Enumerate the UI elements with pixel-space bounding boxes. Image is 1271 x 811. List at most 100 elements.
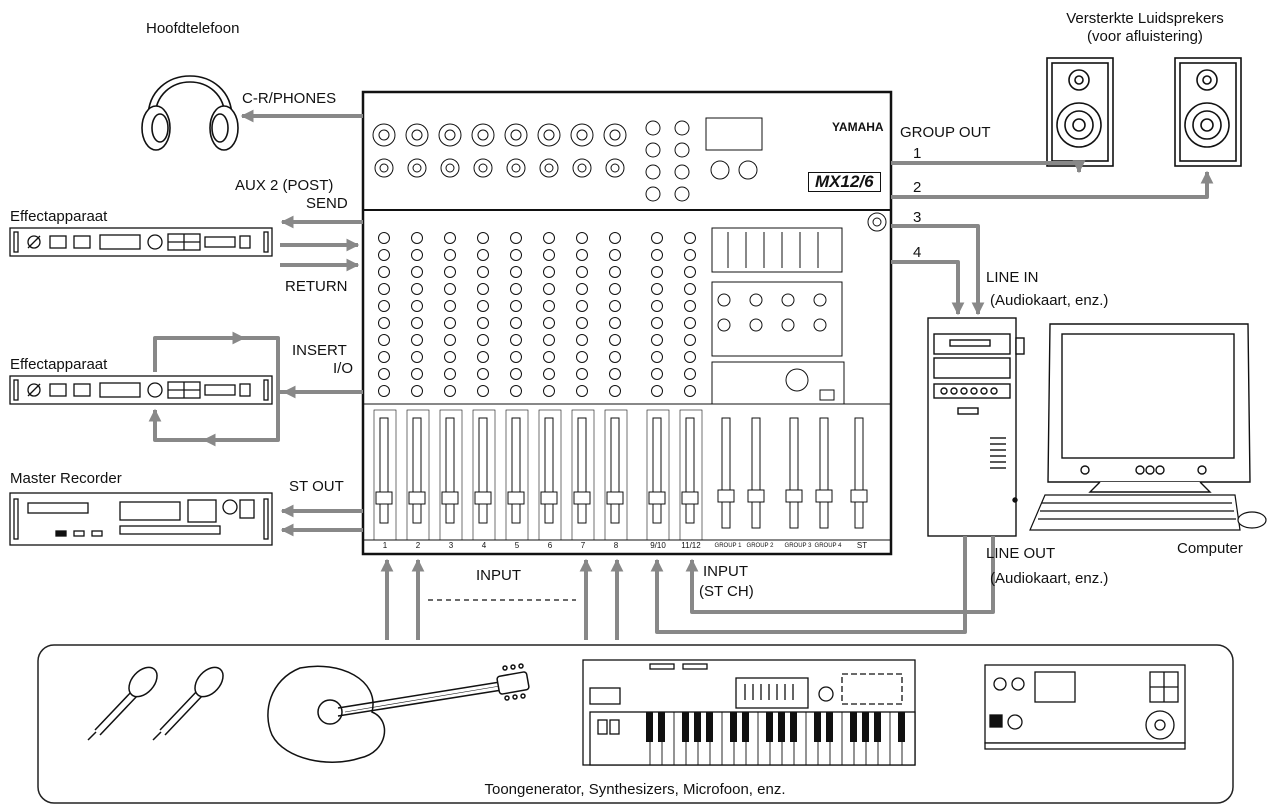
channel-number-label: 2: [415, 541, 421, 550]
channel-knob: [477, 266, 489, 278]
sources-label: Toongenerator, Synthesizers, Microfoon, …: [484, 781, 786, 798]
cr-phones-label: C-R/PHONES: [242, 90, 337, 107]
channel-knob: [576, 317, 588, 329]
channel-fader-track: [685, 417, 695, 524]
channel-knob: [378, 317, 390, 329]
channel-knob: [477, 317, 489, 329]
channel-knob: [378, 300, 390, 312]
acoustic-guitar-icon: [267, 663, 530, 763]
channel-knob: [477, 300, 489, 312]
stereo-jack: [645, 120, 661, 136]
channel-knob: [543, 351, 555, 363]
channel-knob: [510, 300, 522, 312]
channel-knob: [609, 317, 621, 329]
effect-unit-2-label: Effectapparaat: [10, 356, 108, 373]
group-out-3-arrow: [891, 224, 985, 316]
computer-monitor-icon: [1047, 323, 1251, 493]
channel-knob: [543, 249, 555, 261]
channel-knob: [651, 385, 663, 397]
channel-fader-track: [610, 417, 620, 524]
master-fader-track: [854, 417, 864, 529]
channel-knob: [609, 283, 621, 295]
channel-knob: [543, 300, 555, 312]
channel-knob: [411, 317, 423, 329]
group-out-4-label: 4: [913, 244, 922, 261]
channel-fader-cap: [408, 491, 426, 505]
channel-knob: [477, 283, 489, 295]
master-fader-cap: [785, 489, 803, 503]
channel-knob: [510, 334, 522, 346]
channel-fader-cap: [375, 491, 393, 505]
channel-knob: [651, 317, 663, 329]
channel-knob: [609, 334, 621, 346]
mixer-brand: YAMAHA: [832, 120, 884, 134]
channel-knob: [444, 300, 456, 312]
channel-number-label: 9/10: [650, 541, 666, 550]
channel-knob: [684, 283, 696, 295]
channel-knob: [378, 334, 390, 346]
channel-fader-track: [577, 417, 587, 524]
channel-knob: [651, 283, 663, 295]
channel-knob: [477, 368, 489, 380]
input-st-ch-sub-label: (ST CH): [699, 583, 754, 600]
master-fader-track: [721, 417, 731, 529]
line-out-label: LINE OUT: [986, 545, 1056, 562]
channel-knob: [510, 232, 522, 244]
channel-knob: [378, 266, 390, 278]
channel-knob: [684, 232, 696, 244]
channel-knob: [477, 249, 489, 261]
channel-knob: [510, 266, 522, 278]
line-out-arrow: [650, 536, 967, 634]
channel-knob: [543, 368, 555, 380]
channel-number-label: 3: [448, 541, 454, 550]
channel-knob: [609, 368, 621, 380]
channel-knob: [510, 385, 522, 397]
aux2-post-label: AUX 2 (POST): [235, 177, 334, 194]
channel-knob: [444, 385, 456, 397]
channel-knob: [411, 232, 423, 244]
speaker-icon: [1174, 57, 1242, 167]
channel-knob: [543, 266, 555, 278]
channel-knob: [576, 283, 588, 295]
group-out-3-label: 3: [913, 209, 922, 226]
channel-fader-cap: [441, 491, 459, 505]
monitors-label-line2: (voor afluistering): [1087, 28, 1203, 45]
channel-knob: [651, 249, 663, 261]
channel-knob: [684, 351, 696, 363]
channel-knob: [411, 351, 423, 363]
io-label: I/O: [333, 360, 354, 377]
master-recorder-icon: [9, 492, 273, 546]
channel-knob: [378, 232, 390, 244]
channel-knob: [378, 385, 390, 397]
channel-knob: [651, 266, 663, 278]
channel-knob: [510, 368, 522, 380]
channel-number-label: 4: [481, 541, 487, 550]
stereo-jack: [674, 120, 690, 136]
channel-knob: [609, 266, 621, 278]
channel-knob: [510, 283, 522, 295]
mixer-model: MX12/6: [808, 172, 881, 192]
stereo-jack: [674, 142, 690, 158]
channel-knob: [576, 351, 588, 363]
microphone-icon: [87, 666, 158, 741]
channel-knob: [411, 266, 423, 278]
channel-knob: [609, 232, 621, 244]
channel-knob: [378, 368, 390, 380]
channel-knob: [651, 334, 663, 346]
channel-number-label: 5: [514, 541, 520, 550]
line-in-label: LINE IN: [986, 269, 1039, 286]
stereo-jack: [674, 186, 690, 202]
channel-knob: [543, 334, 555, 346]
stereo-jack: [645, 186, 661, 202]
master-fader-track: [751, 417, 761, 529]
keyboard-mouse-icon: [1029, 494, 1267, 531]
line-out-sub-label: (Audiokaart, enz.): [990, 570, 1109, 587]
channel-fader-cap: [540, 491, 558, 505]
channel-knob: [411, 368, 423, 380]
channel-number-label: 8: [613, 541, 619, 550]
st-channel-label: ST: [856, 541, 868, 550]
channel-knob: [411, 334, 423, 346]
master-section: [711, 212, 887, 405]
channel-knob: [576, 232, 588, 244]
